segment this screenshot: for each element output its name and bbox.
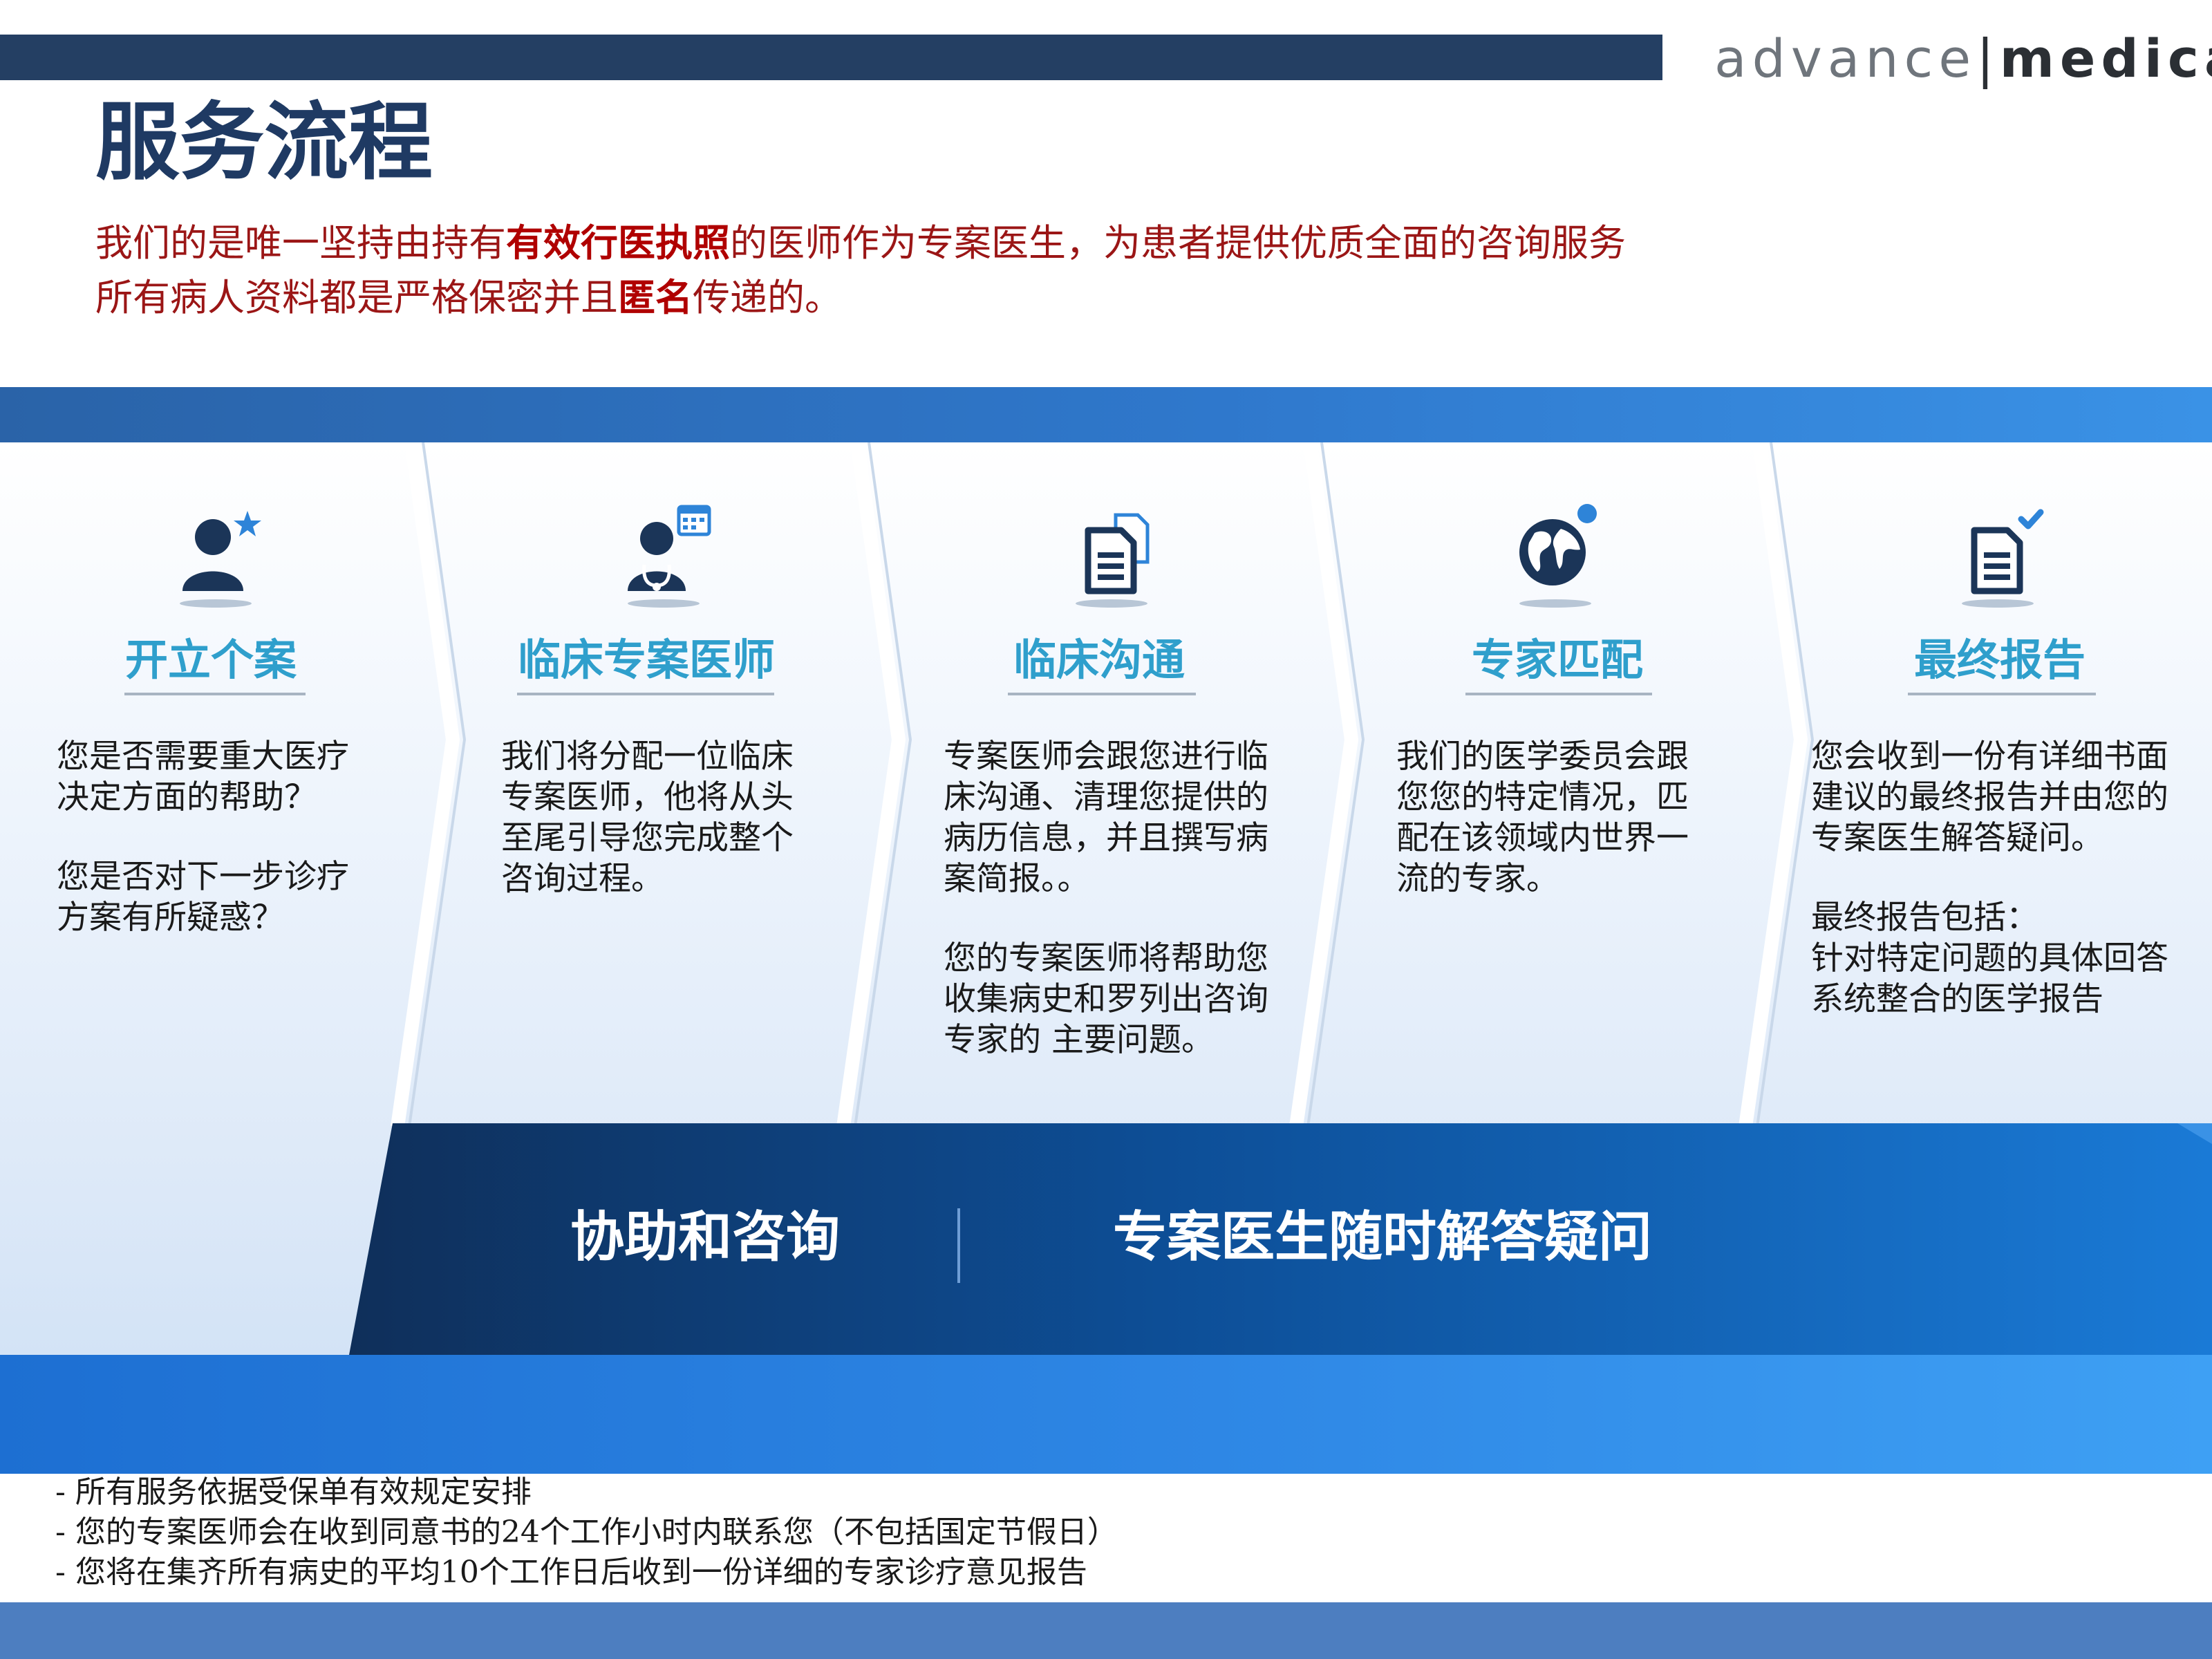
step-title: 专家匹配 — [1471, 635, 1643, 685]
step-title: 临床沟通 — [1013, 635, 1185, 685]
chevron-2 — [836, 442, 906, 1128]
advance-medical-logo: advance|medical — [1714, 28, 2212, 89]
user-star-icon — [153, 487, 278, 612]
action-bar — [349, 1123, 2212, 1355]
footnote: - 您将在集齐所有病史的平均10个工作日后收到一份详细的专家诊疗意见报告 — [55, 1555, 1087, 1590]
chevron-1 — [391, 442, 460, 1128]
footer-stripe — [0, 1602, 2212, 1659]
header-bar — [0, 35, 1662, 80]
process-band-bottom — [0, 1355, 2212, 1474]
page-title: 服务流程 — [95, 92, 433, 191]
step-title-underline — [1008, 693, 1196, 695]
action-doctor-answers: 专案医生随时解答疑问 — [1112, 1206, 1652, 1268]
chevron-4 — [1738, 442, 1808, 1128]
footnote: - 您的专案医师会在收到同意书的24个工作小时内联系您（不包括国定节假日） — [55, 1515, 1118, 1550]
documents-icon — [1049, 487, 1174, 612]
step-description: 我们将分配一位临床专案医师，他将从头至尾引导您完成整个咨询过程。 — [501, 738, 794, 898]
action-divider — [957, 1208, 960, 1283]
process-chevrons — [391, 442, 1815, 1128]
step-title-underline — [124, 693, 306, 695]
intro-line-2: 所有病人资料都是严格保密并且匿名传递的。 — [95, 275, 842, 319]
intro-line-1: 我们的是唯一坚持由持有有效行医执照的医师作为专案医生，为患者提供优质全面的咨询服… — [95, 221, 1626, 265]
step-description: 我们的医学委员会跟您您的特定情况，匹配在该领域内世界一流的专家。 — [1396, 738, 1689, 898]
step-title: 临床专案医师 — [517, 635, 775, 685]
step-title-underline — [1908, 693, 2096, 695]
footnote: - 所有服务依据受保单有效规定安排 — [55, 1474, 532, 1510]
intro-text: 我们的是唯一坚持由持有有效行医执照的医师作为专案医生，为患者提供优质全面的咨询服… — [95, 216, 1962, 325]
globe-icon — [1493, 487, 1618, 612]
step-description: 您是否需要重大医疗决定方面的帮助？ 您是否对下一步诊疗方案有所疑惑？ — [57, 738, 349, 937]
process-band-top — [0, 387, 2212, 442]
chevron-3 — [1289, 442, 1358, 1128]
action-assist-consult: 协助和咨询 — [570, 1206, 840, 1268]
document-check-icon — [1936, 487, 2060, 612]
step-description: 您会收到一份有详细书面建议的最终报告并由您的专案医生解答疑问。 最终报告包括：针… — [1811, 738, 2168, 1018]
step-title-underline — [517, 693, 774, 695]
step-description: 专案医师会跟您进行临床沟通、清理您提供的病历信息，并且撰写病案简报。。 您的专案… — [944, 738, 1268, 1059]
doctor-calendar-icon — [601, 487, 726, 612]
step-title-underline — [1465, 693, 1652, 695]
step-title: 开立个案 — [124, 635, 297, 685]
footnotes: - 所有服务依据受保单有效规定安排 - 您的专案医师会在收到同意书的24个工作小… — [55, 1472, 1714, 1593]
step-title: 最终报告 — [1913, 635, 2086, 685]
